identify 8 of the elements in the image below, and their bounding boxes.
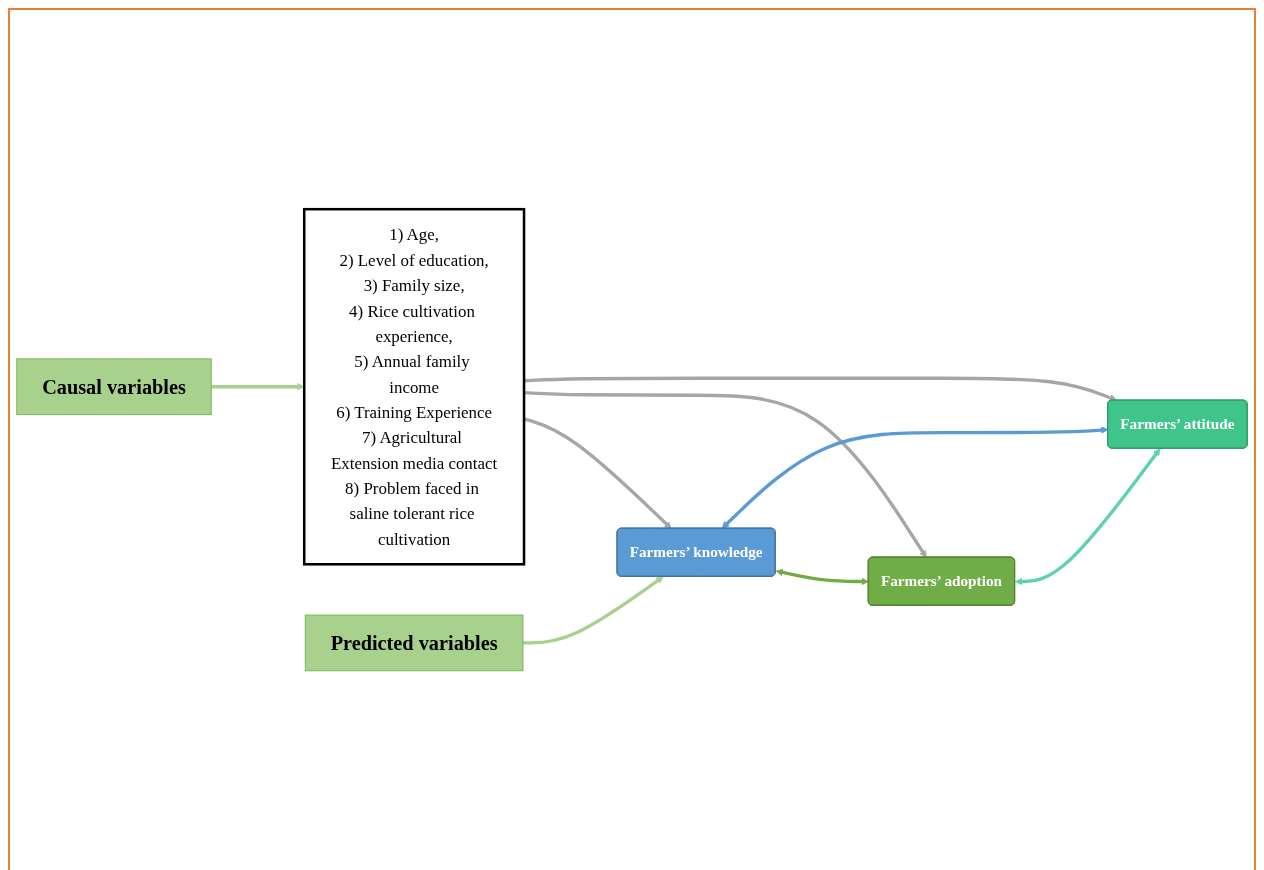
node-box: Predicted variables: [304, 614, 524, 672]
arrow: [775, 568, 869, 586]
arrow: [721, 426, 1109, 529]
arrow: [523, 576, 664, 645]
arrow: [211, 383, 305, 391]
node-box: Causal variables: [16, 358, 212, 416]
arrow: [1015, 448, 1161, 586]
node-box: 1) Age, 2) Level of education, 3) Family size, 4) Rice cultivation experience, 5) Annual family income 6) Training Experience 7) Agricultural Extension media contact 8) Problem faced in saline tolerant rice cultivation: [302, 207, 526, 566]
